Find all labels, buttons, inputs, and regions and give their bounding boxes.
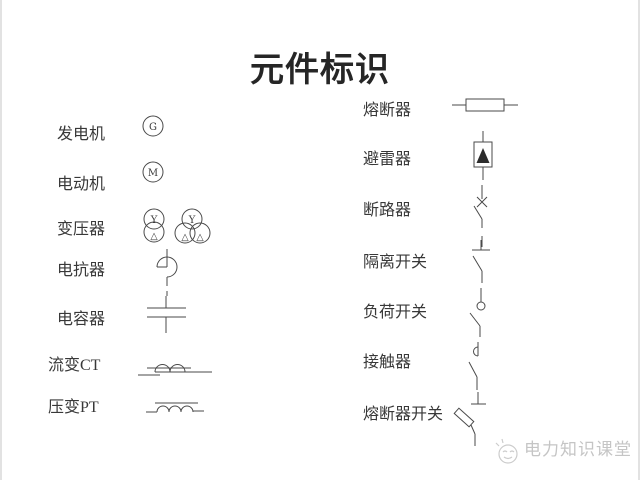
three-winding-transformer-icon: Y △ △ [174,208,211,244]
watermark-text: 电力知识课堂 [524,440,632,459]
generator-letter: G [149,122,157,133]
star-winding-letter: Y [150,215,158,226]
voltage-transformer-symbol-icon [146,402,204,413]
page-title: 元件标识 [250,52,390,89]
circuit-breaker-symbol-icon [473,185,488,247]
delta-winding-glyph: △ [181,232,189,243]
label-capacitor: 电容器 [57,311,106,328]
motor-symbol-icon: M [142,161,164,183]
arrester-symbol-icon [473,131,493,180]
delta-winding-glyph: △ [150,231,158,242]
label-contactor: 接触器 [363,354,412,371]
label-circuit-breaker: 断路器 [363,202,412,219]
two-winding-transformer-icon: Y △ [143,208,165,243]
watermark-logo-icon [495,438,518,464]
label-voltage-transformer: 压变PT [48,399,99,416]
star-winding-letter: Y [188,215,196,226]
label-fuse-switch: 熔断器开关 [363,406,444,423]
reactor-symbol-icon [156,249,178,296]
label-arrester: 避雷器 [363,151,412,168]
contactor-symbol-icon [468,342,479,390]
label-current-transformer: 流变CT [48,357,101,374]
current-transformer-symbol-icon [138,364,212,376]
fuse-switch-symbol-icon [453,392,486,446]
left-edge-border [0,0,2,480]
label-isolating-switch: 隔离开关 [363,254,428,271]
capacitor-symbol-icon [147,296,186,333]
delta-winding-glyph: △ [196,232,204,243]
motor-letter: M [148,168,158,179]
label-motor: 电动机 [57,176,106,193]
label-load-switch: 负荷开关 [363,304,428,321]
label-fuse: 熔断器 [363,102,412,119]
right-edge-border [638,0,640,480]
fuse-symbol-icon [452,98,518,112]
label-generator: 发电机 [57,126,106,143]
label-transformer: 变压器 [57,221,106,238]
generator-symbol-icon: G [142,115,164,137]
load-switch-symbol-icon [469,288,486,337]
isolating-switch-symbol-icon [472,240,490,283]
label-reactor: 电抗器 [57,262,106,279]
